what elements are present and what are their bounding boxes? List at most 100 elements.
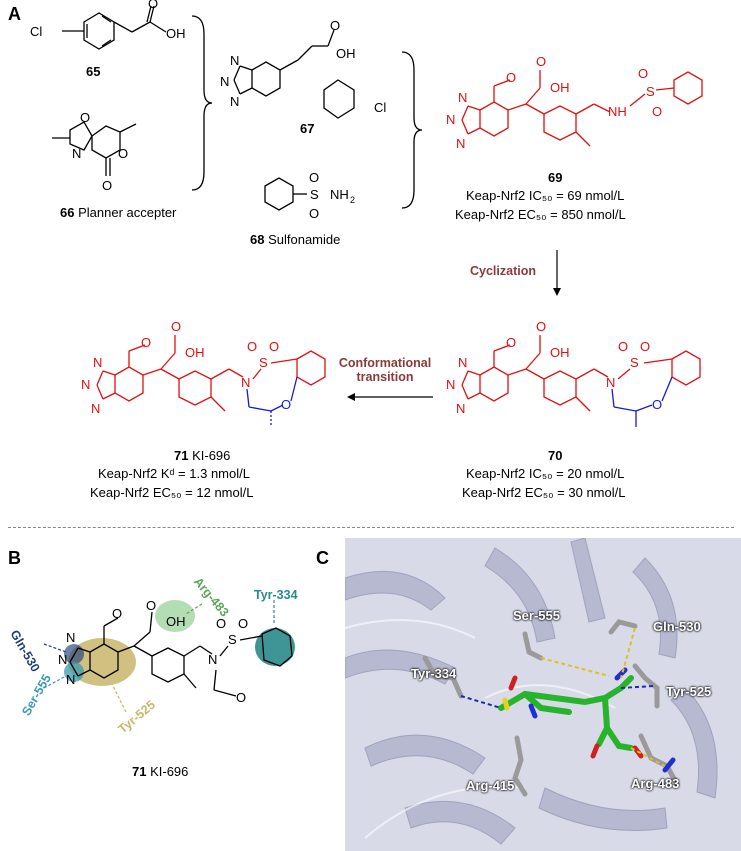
compound-65-number: 65 [86,64,101,79]
compound-71-label: 71 KI-696 [174,448,230,463]
brace-right [401,51,423,209]
compound-66-desc: Planner accepter [78,205,177,220]
svg-text:N: N [66,672,75,687]
compound-71-number: 71 [174,448,189,463]
svg-text:N: N [93,355,102,370]
section-divider [8,527,734,528]
svg-text:S: S [646,84,655,99]
arrow-cyclization [553,250,561,296]
svg-text:O: O [247,339,257,354]
svg-text:N: N [58,652,67,667]
panel-b-compound-label: 71 KI-696 [132,764,188,779]
svg-text:N: N [66,630,75,645]
compound-67-number: 67 [300,121,315,136]
svg-text:NH: NH [608,104,627,119]
svg-text:N: N [220,74,229,89]
residue-c-ser555: Ser-555 [513,608,560,623]
svg-text:N: N [456,401,465,416]
step-conformational-line2: transition [356,370,414,384]
svg-text:N: N [446,112,455,127]
svg-text:N: N [91,401,100,416]
svg-text:O: O [216,616,226,631]
compound-68-number: 68 [250,232,265,247]
svg-text:O: O [148,0,158,11]
compound-71-kd: Keap-Nrf2 Kᵈ = 1.3 nmol/L [98,466,250,481]
svg-text:2: 2 [350,195,355,205]
svg-text:OH: OH [550,345,570,360]
svg-text:S: S [228,632,237,647]
svg-text:O: O [80,110,90,125]
panel-b-compound-name: KI-696 [150,764,189,779]
svg-text:O: O [309,170,319,185]
svg-text:O: O [238,616,248,631]
svg-text:N: N [458,90,467,105]
svg-text:O: O [281,397,291,412]
protein-structure-render [345,538,741,851]
svg-text:OH: OH [166,614,186,629]
structure-66: O N O O [52,110,137,193]
svg-text:O: O [652,397,662,412]
brace-left [191,15,213,191]
svg-text:Cl: Cl [30,24,42,39]
svg-text:O: O [171,319,181,334]
svg-text:O: O [269,339,279,354]
svg-text:O: O [506,335,516,350]
svg-text:O: O [536,319,546,334]
svg-text:O: O [141,335,151,350]
panel-label-a: A [8,4,21,24]
svg-text:O: O [652,104,662,119]
svg-text:O: O [146,598,156,613]
svg-text:O: O [118,146,128,161]
svg-text:O: O [236,690,246,705]
residue-c-gln530: Gln-530 [653,619,701,634]
structure-68: O S O NH 2 [264,170,355,221]
step-conformational-line1: Conformational [338,356,432,370]
panel-label-c: C [316,548,329,568]
svg-text:O: O [638,66,648,81]
svg-text:OH: OH [336,46,356,61]
compound-71-ec50: Keap-Nrf2 EC₅₀ = 12 nmol/L [90,485,254,500]
svg-text:O: O [112,606,122,621]
svg-text:O: O [506,70,516,85]
compound-70-number: 70 [548,448,563,463]
step-conformational: Conformational transition [330,356,440,384]
svg-text:OH: OH [550,80,570,95]
svg-text:N: N [446,377,455,392]
residue-c-arg483: Arg-483 [631,776,680,791]
structure-71: O OH O N N N N S O O O [81,319,326,427]
svg-text:O: O [309,206,319,221]
svg-text:N: N [208,652,217,667]
svg-text:O: O [330,18,340,33]
panel-label-b: B [8,548,21,568]
svg-text:NH: NH [330,187,349,202]
svg-text:OH: OH [166,26,186,41]
svg-text:N: N [81,377,90,392]
structure-70: O OH O N N N N S O O O [446,319,701,427]
svg-text:N: N [456,136,465,151]
compound-70-ic50: Keap-Nrf2 IC₅₀ = 20 nmol/L [466,466,625,481]
compound-68-label: 68 Sulfonamide [250,232,340,247]
compound-66-number: 66 [60,205,75,220]
svg-text:N: N [230,53,239,68]
svg-text:N: N [606,375,615,390]
svg-text:OH: OH [185,345,205,360]
svg-text:N: N [241,375,250,390]
residue-c-arg415: Arg-415 [466,778,515,793]
svg-text:N: N [458,355,467,370]
structure-65: Cl O OH [30,0,186,50]
structure-69: O OH O N N N NH S O O [446,54,703,151]
panel-b-compound-number: 71 [132,764,147,779]
structure-71-interactions: O O OH N N N N S O O O [43,598,295,713]
svg-text:N: N [72,146,81,161]
svg-text:O: O [536,54,546,69]
compound-69-ec50: Keap-Nrf2 EC₅₀ = 850 nmol/L [455,207,626,222]
residue-c-tyr525: Tyr-525 [666,684,712,699]
residue-label-tyr334: Tyr-334 [254,588,298,602]
compound-69-ic50: Keap-Nrf2 IC₅₀ = 69 nmol/L [466,188,625,203]
compound-66-label: 66 Planner accepter [60,205,176,220]
svg-text:N: N [230,94,239,109]
structure-67: O OH N N N Cl [220,18,386,119]
compound-69-number: 69 [548,170,563,185]
residue-c-tyr334: Tyr-334 [411,666,457,681]
step-cyclization: Cyclization [470,264,536,278]
